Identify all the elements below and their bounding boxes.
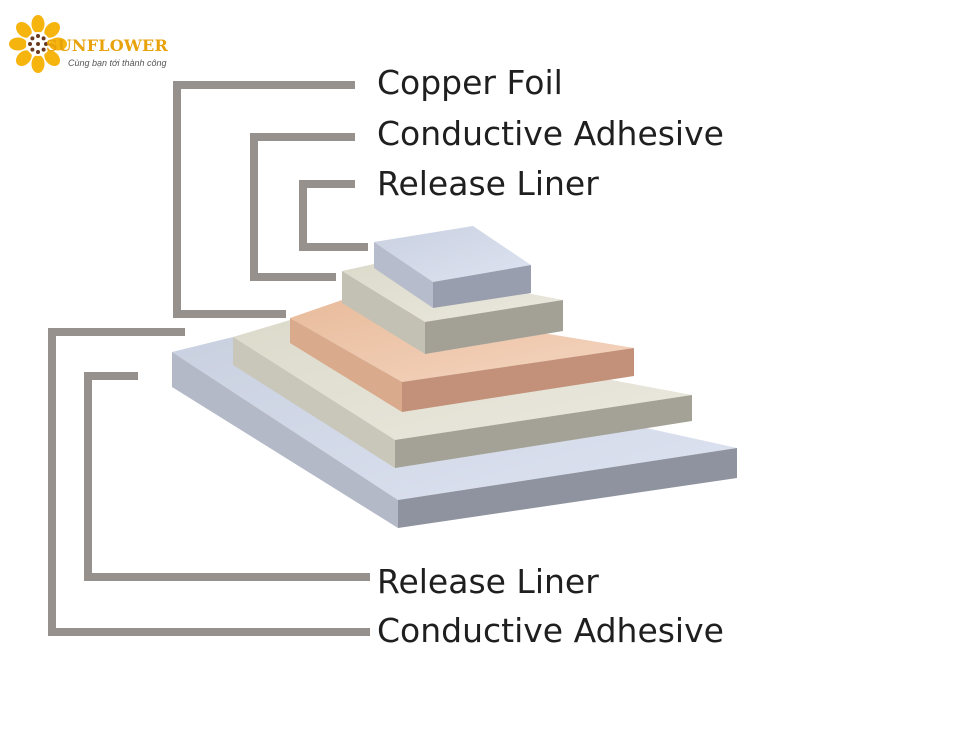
connector-brackets [48,81,370,636]
connector-conductive-adhesive-bottom [48,328,370,636]
connector-release-liner-bottom [84,372,370,581]
label-release-liner-top: Release Liner [377,164,599,203]
logo-tagline: Cùng bạn tới thành công [68,58,167,68]
connector-release-liner-top [299,180,368,251]
sunflower-icon [9,15,67,73]
connector-copper-foil [173,81,355,318]
label-conductive-adhesive-bottom: Conductive Adhesive [377,611,724,650]
label-release-liner-bottom: Release Liner [377,562,599,601]
layer-top-release-liner [374,226,531,308]
connector-conductive-adhesive-top [250,133,355,281]
sunflower-logo: SUNFLOWER Cùng bạn tới thành công [8,8,178,84]
logo-brand-text: SUNFLOWER [46,36,168,55]
label-conductive-adhesive-top: Conductive Adhesive [377,114,724,153]
label-copper-foil: Copper Foil [377,63,563,102]
